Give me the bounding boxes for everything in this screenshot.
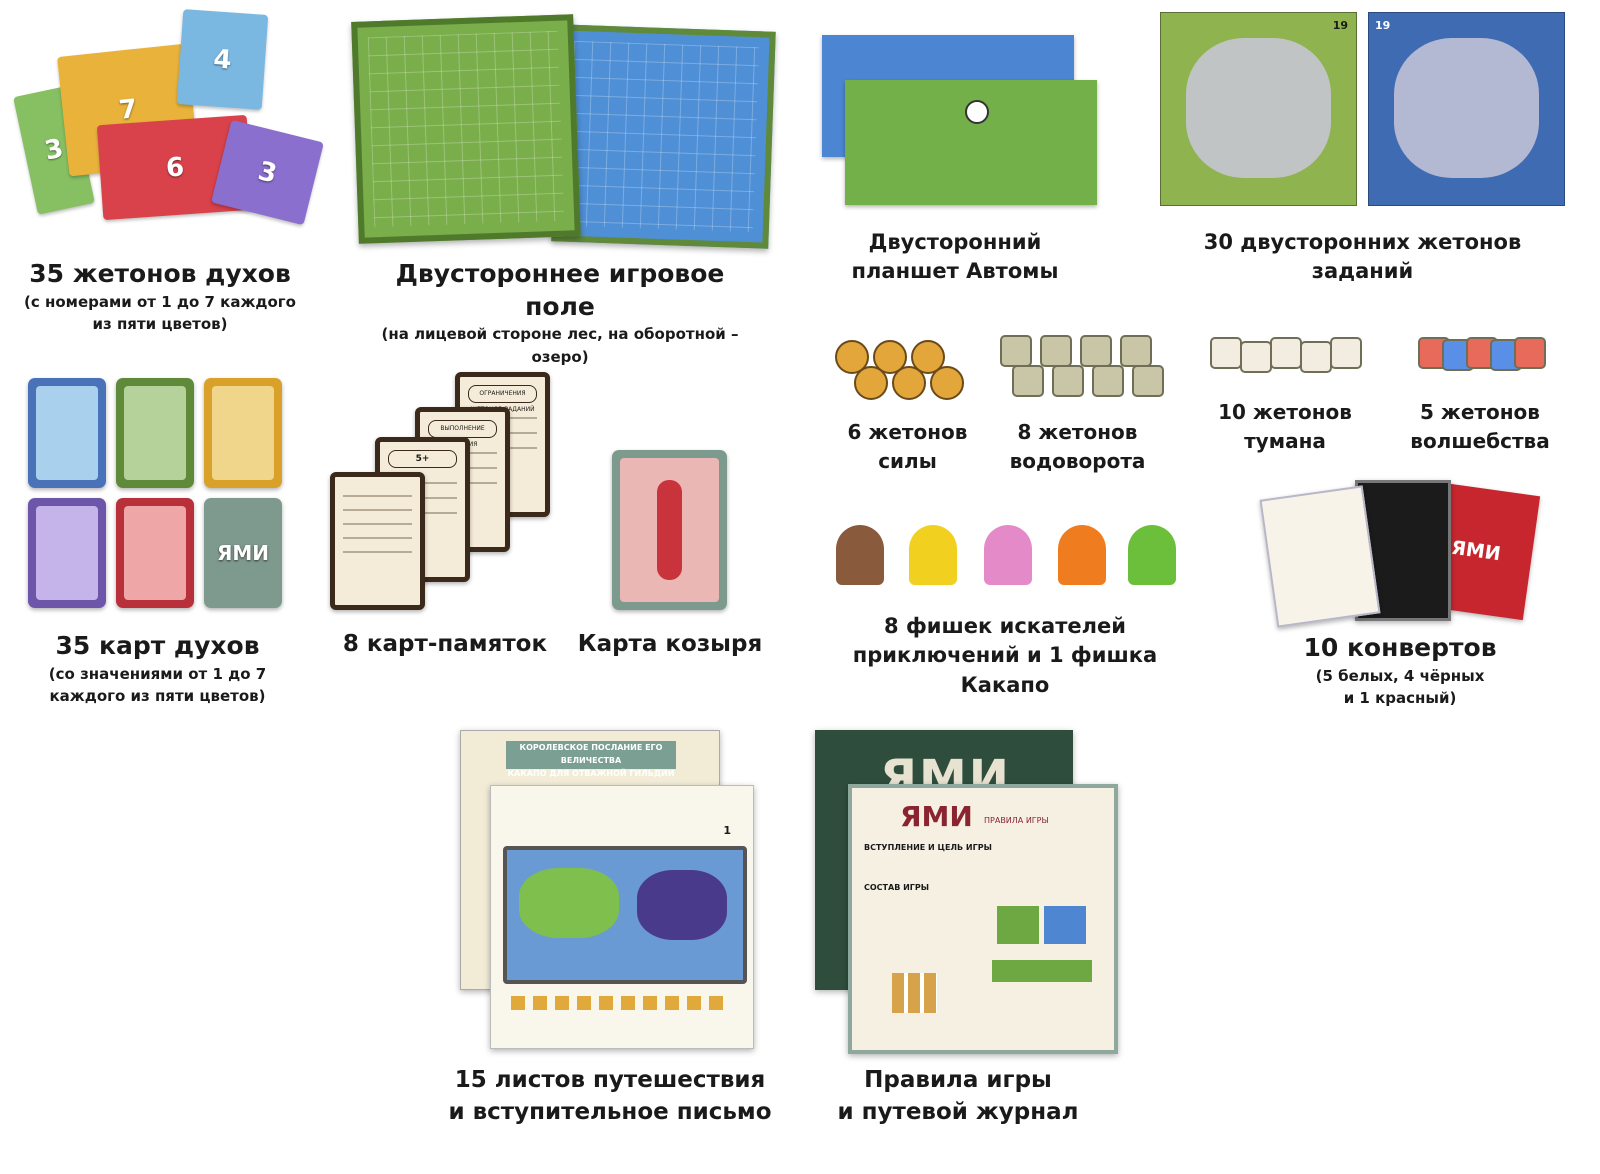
whirlpool-line1: 8 жетонов: [1017, 420, 1138, 444]
meeple-yellow: [909, 525, 957, 585]
journey-sheet: 1: [490, 785, 754, 1049]
magic-line1: 5 жетонов: [1420, 400, 1540, 424]
adventurer-meeples: [836, 525, 1196, 590]
envelopes-sub1: (5 белых, 4 чёрных: [1315, 666, 1485, 685]
envelopes-caption: 10 конвертов (5 белых, 4 чёрных и 1 крас…: [1270, 632, 1530, 710]
task-token-lake: 19: [1368, 12, 1565, 206]
journey-line2: и вступительное письмо: [448, 1099, 772, 1126]
adventurers-line3: Какапо: [960, 672, 1050, 697]
rulebook-section1: ВСТУПЛЕНИЕ И ЦЕЛЬ ИГРЫ: [864, 843, 992, 852]
spirit-card-yellow: [204, 378, 282, 488]
automa-board-caption: Двусторонний планшет Автомы: [805, 228, 1105, 287]
spirit-card-back: ЯМИ: [204, 498, 282, 608]
task-line2: заданий: [1311, 259, 1414, 284]
letter-header1: КОРОЛЕВСКОЕ ПОСЛАНИЕ ЕГО ВЕЛИЧЕСТВА: [519, 743, 663, 765]
power-tokens-caption: 6 жетонов силы: [830, 418, 985, 476]
spirit-token-blue: 4: [176, 9, 269, 110]
task-token-forest: 19: [1160, 12, 1357, 206]
task-line1: 30 двусторонних жетонов: [1203, 230, 1522, 254]
task-tokens-caption: 30 двусторонних жетонов заданий: [1170, 228, 1555, 287]
power-line2: силы: [878, 449, 937, 473]
game-board-sub1: (на лицевой стороне лес, на оборотной –: [381, 325, 739, 343]
spirit-cards-title: 35 карт духов: [55, 631, 260, 660]
rulebook-subtitle: ПРАВИЛА ИГРЫ: [984, 816, 1049, 825]
adventurers-line2: приключений и 1 фишка: [852, 643, 1158, 668]
forest-board: [351, 14, 581, 244]
adventurers-line1: 8 фишек искателей: [884, 614, 1126, 638]
whirlpool-tokens-illustration: [1000, 335, 1165, 400]
power-tokens-illustration: [835, 340, 970, 402]
spirit-cards-sub2: каждого из пяти цветов): [49, 687, 266, 705]
task-badge-back: 19: [1375, 19, 1391, 32]
journey-page-number: 1: [723, 824, 731, 837]
whirlpool-tokens-caption: 8 жетонов водоворота: [995, 418, 1160, 476]
reference-cards-illustration: ОГРАНИЧЕНИЯ ЖЕТОНОВ ЗАДАНИЙ ВЫПОЛНЕНИЕ З…: [330, 372, 555, 612]
game-board-caption: Двустороннее игровое поле (на лицевой ст…: [360, 258, 760, 368]
fog-tokens-caption: 10 жетонов тумана: [1205, 398, 1365, 456]
letter-header2: КАКАПО ДЛЯ ОТВАЖНОЙ ГИЛЬДИИ: [507, 769, 675, 778]
journey-map: [503, 846, 747, 984]
fog-line2: тумана: [1244, 429, 1326, 453]
power-line1: 6 жетонов: [847, 420, 968, 444]
spirit-tokens-caption: 35 жетонов духов (с номерами от 1 до 7 к…: [0, 258, 320, 336]
trump-card-title: Карта козыря: [577, 631, 763, 657]
envelopes-title: 10 конвертов: [1303, 633, 1497, 662]
rulebook-line2: и путевой журнал: [837, 1099, 1079, 1126]
spirit-tokens-sub1: (с номерами от 1 до 7 каждого: [24, 292, 296, 311]
journey-caption: 15 листов путешествия и вступительное пи…: [430, 1064, 790, 1128]
spirit-card-blue: [28, 378, 106, 488]
envelopes-sub2: и 1 красный): [1343, 689, 1457, 707]
game-board-title: Двустороннее игровое поле: [395, 259, 725, 321]
task-badge: 19: [1332, 19, 1348, 32]
spirit-tokens-title: 35 жетонов духов: [29, 259, 291, 288]
trump-card-caption: Карта козыря: [570, 628, 770, 660]
rulebook-page: ЯМИ ПРАВИЛА ИГРЫ ВСТУПЛЕНИЕ И ЦЕЛЬ ИГРЫ …: [848, 784, 1118, 1054]
spirit-tokens-illustration: 3 7 4 6 3: [13, 9, 325, 240]
spirit-card-purple: [28, 498, 106, 608]
meeple-kakapo: [1128, 525, 1176, 585]
rulebook-logo: ЯМИ: [900, 800, 973, 833]
trump-card: [612, 450, 727, 610]
spirit-card-red: [116, 498, 194, 608]
spirit-card-green: [116, 378, 194, 488]
reference-cards-caption: 8 карт-памяток: [325, 628, 565, 660]
rulebook-section2: СОСТАВ ИГРЫ: [864, 883, 930, 892]
journey-line1: 15 листов путешествия: [454, 1067, 766, 1093]
meeple-orange: [1058, 525, 1106, 585]
spirit-cards-illustration: ЯМИ: [28, 378, 286, 610]
adventurers-caption: 8 фишек искателей приключений и 1 фишка …: [815, 612, 1195, 700]
card-back-logo: ЯМИ: [216, 541, 270, 565]
reference-cards-title: 8 карт-памяток: [342, 631, 548, 657]
fog-line1: 10 жетонов: [1218, 400, 1352, 424]
rulebook-caption: Правила игры и путевой журнал: [808, 1064, 1108, 1128]
rulebook-line1: Правила игры: [864, 1067, 1052, 1093]
whirlpool-line2: водоворота: [1009, 449, 1146, 473]
spirit-tokens-sub2: из пяти цветов): [92, 315, 228, 333]
magic-line2: волшебства: [1410, 429, 1550, 453]
automa-line2: планшет Автомы: [851, 259, 1059, 284]
lake-board: [551, 24, 776, 249]
automa-line1: Двусторонний: [868, 230, 1042, 254]
fog-tokens-illustration: [1210, 335, 1365, 377]
envelope-red-logo: ЯМИ: [1449, 536, 1503, 565]
envelope-white: [1259, 485, 1381, 628]
meeple-brown: [836, 525, 884, 585]
magic-tokens-caption: 5 жетонов волшебства: [1400, 398, 1560, 456]
meeple-pink: [984, 525, 1032, 585]
automa-board-front: [845, 80, 1097, 205]
spirit-cards-caption: 35 карт духов (со значениями от 1 до 7 к…: [0, 630, 315, 708]
magic-tokens-illustration: [1418, 335, 1546, 377]
spirit-cards-sub1: (со значениями от 1 до 7: [48, 664, 267, 683]
game-board-sub2: озеро): [531, 347, 589, 366]
